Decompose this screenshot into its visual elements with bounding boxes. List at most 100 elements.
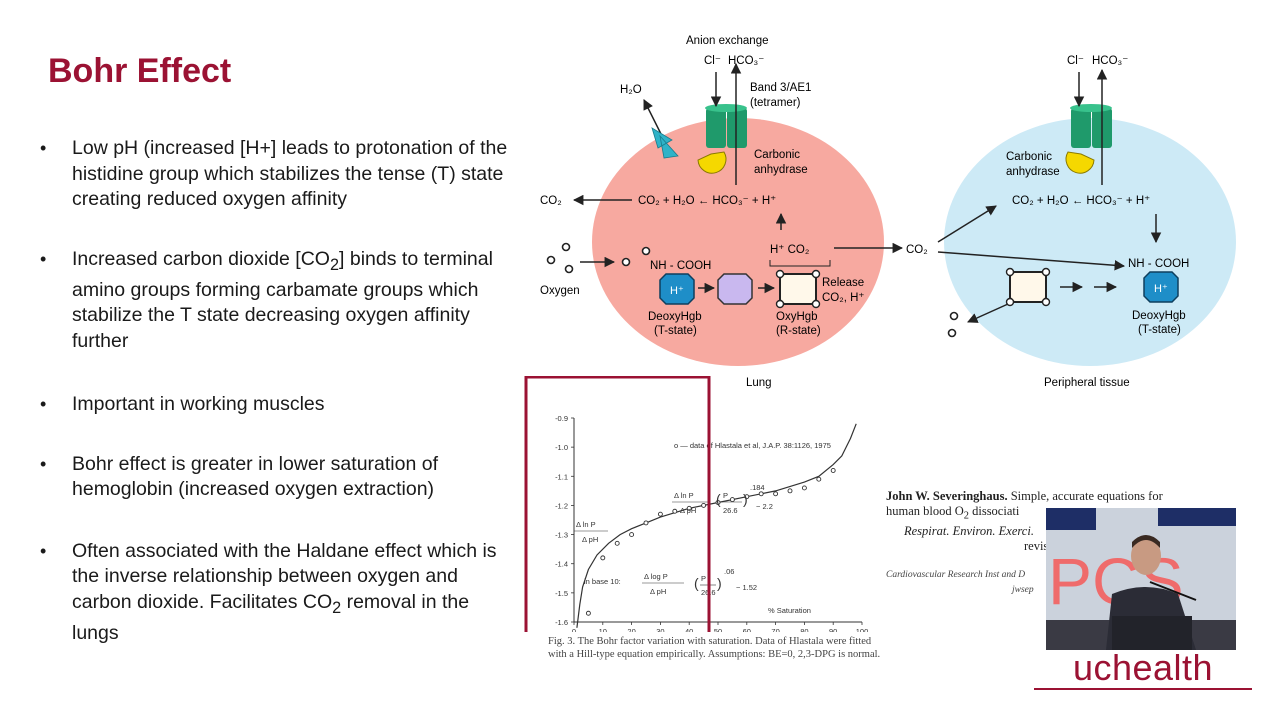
oxy-hgb-icon: [779, 273, 817, 305]
speaker-video: PCS: [1046, 508, 1236, 650]
svg-text:Δ pH: Δ pH: [650, 587, 666, 596]
lung-cell: [592, 118, 884, 366]
anion-exchange-label: Anion exchange: [686, 35, 768, 47]
svg-text:P: P: [723, 491, 728, 500]
tissue-anhydrase-label: anhydrase: [1006, 166, 1060, 178]
citation-email: jwsep: [1012, 584, 1034, 595]
tissue-band3-channel-icon: [1070, 104, 1112, 148]
data-point: [787, 488, 793, 494]
x-tick-label: 0: [572, 627, 576, 632]
tissue-hco3-label: HCO₃⁻: [1092, 55, 1128, 67]
uchealth-logo: uchealth: [1072, 647, 1214, 688]
tissue-cell: [944, 118, 1236, 366]
data-point: [773, 491, 779, 497]
co2-out-label: CO₂: [540, 195, 562, 207]
citation-affiliation: Cardiovascular Research Inst and D: [886, 569, 1026, 580]
citation-block: John W. Severinghaus. Simple, accurate e…: [886, 489, 1246, 598]
x-tick-label: 40: [685, 627, 693, 632]
intermediate-hgb-icon: [717, 273, 753, 305]
svg-text:): ): [717, 575, 722, 591]
data-point: [715, 500, 721, 505]
svg-text:.184: .184: [750, 483, 765, 492]
data-point: [686, 505, 692, 511]
x-tick-label: 70: [771, 627, 779, 632]
x-tick-label: 20: [627, 627, 635, 632]
svg-text:Δ ln P: Δ ln P: [576, 520, 596, 529]
cl-label: Cl⁻: [704, 55, 721, 67]
tetramer-label: (tetramer): [750, 97, 801, 109]
svg-text:Δ log P: Δ log P: [644, 572, 668, 581]
tissue-h-plus-label: H⁺: [1154, 283, 1168, 295]
y-tick-label: -1.2: [555, 501, 568, 510]
r-state-label: (R-state): [776, 325, 821, 337]
bullet-carbon-dioxide: Increased carbon dioxide [CO2] binds to …: [38, 247, 508, 355]
graph-legend: o — data of Hlastala et al, J.A.P. 38:11…: [674, 441, 831, 450]
oxygen-molecules-icon: [546, 242, 651, 274]
x-tick-label: 10: [599, 627, 607, 632]
svg-text:(: (: [694, 575, 699, 591]
data-point: [758, 491, 764, 497]
tissue-cl-label: Cl⁻: [1067, 55, 1084, 67]
data-point: [672, 508, 678, 514]
fit-curve: [576, 423, 857, 628]
data-point: [629, 532, 635, 538]
equation-ln: Δ ln P Δ pH ( P 26.6 ) .184 − 2.2: [672, 483, 773, 515]
oxygen-label: Oxygen: [540, 285, 580, 297]
equation-log: in base 10: Δ log P Δ pH ( P 26.6 ) .06 …: [584, 567, 757, 597]
data-point: [830, 468, 836, 473]
x-tick-label: 90: [829, 627, 837, 632]
y-tick-label: -0.9: [555, 414, 568, 423]
y-tick-label: -1.1: [555, 472, 568, 481]
svg-text:in base 10:: in base 10:: [584, 577, 621, 586]
y-tick-label: -1.5: [555, 589, 568, 598]
y-axis-label: Δ ln P Δ pH: [574, 520, 608, 544]
y-tick-label: -1.3: [555, 531, 568, 540]
svg-text:(: (: [716, 491, 721, 507]
data-point: [729, 497, 735, 503]
data-point: [600, 555, 606, 561]
bullet-saturation: Bohr effect is greater in lower saturati…: [38, 452, 508, 503]
band3-label: Band 3/AE1: [750, 82, 811, 94]
figure-caption: Fig. 3. The Bohr factor variation with s…: [548, 636, 881, 660]
svg-text:− 1.52: − 1.52: [736, 583, 757, 592]
bohr-mechanism-diagram: Anion exchange Cl⁻ HCO₃⁻ Band 3/AE1 (tet…: [540, 35, 1236, 389]
data-point: [816, 476, 822, 482]
bullet-working-muscles: Important in working muscles: [38, 392, 508, 418]
lung-label: Lung: [746, 377, 772, 389]
deoxy-label: DeoxyHgb: [648, 311, 702, 323]
citation-title-line-2: human blood O2 dissociati: [886, 504, 1020, 522]
data-point: [701, 502, 707, 508]
t-state-label: (T-state): [654, 325, 697, 337]
h-co2-label: H⁺ CO₂: [770, 244, 809, 256]
hco3-label: HCO₃⁻: [728, 55, 764, 67]
data-point: [643, 520, 649, 526]
bullet-list: Low pH (increased [H+] leads to protonat…: [38, 136, 508, 647]
oxy-label: OxyHgb: [776, 311, 818, 323]
carbonic-anhydrase-icon: [697, 151, 727, 174]
h-plus-label: H⁺: [670, 285, 684, 297]
logo-underline: [1034, 688, 1252, 690]
svg-text:Δ pH: Δ pH: [680, 506, 696, 515]
x-tick-label: 80: [800, 627, 808, 632]
data-point: [744, 494, 750, 500]
bullet-haldane: Often associated with the Haldane effect…: [38, 539, 508, 647]
co2-bridge-label: CO₂: [906, 244, 928, 256]
tissue-deoxy-hgb-icon: [1143, 271, 1179, 303]
released-oxygen-icon: [947, 311, 959, 338]
tissue-t-state-label: (T-state): [1138, 324, 1181, 336]
data-point: [585, 610, 591, 616]
y-tick-label: -1.0: [555, 443, 568, 452]
lung-reaction: CO₂ + H₂O ← HCO₃⁻ + H⁺: [638, 195, 776, 207]
x-axis-label: % Saturation: [768, 606, 811, 615]
citation-title-line: John W. Severinghaus. Simple, accurate e…: [886, 489, 1163, 503]
x-tick-label: 100: [856, 627, 869, 632]
svg-text:.06: .06: [724, 567, 734, 576]
peripheral-tissue-label: Peripheral tissue: [1044, 377, 1130, 389]
release-co2-h-label: CO₂, H⁺: [822, 292, 864, 304]
svg-text:− 2.2: − 2.2: [756, 502, 773, 511]
anhydrase-label: anhydrase: [754, 164, 808, 176]
x-tick-label: 30: [656, 627, 664, 632]
y-tick-label: -1.6: [555, 618, 568, 627]
bullet-low-ph: Low pH (increased [H+] leads to protonat…: [38, 136, 508, 213]
